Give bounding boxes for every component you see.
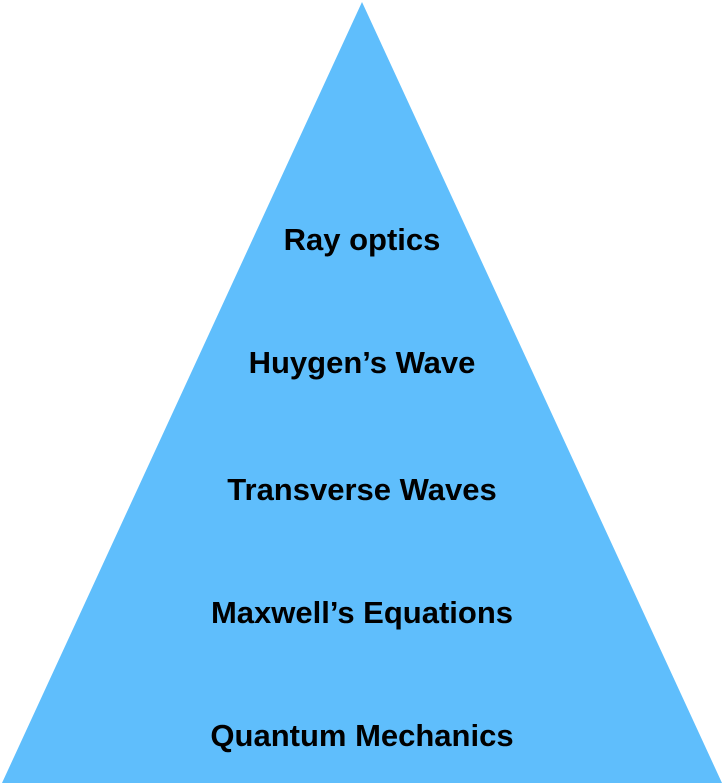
level-label-transverse-waves: Transverse Waves bbox=[227, 472, 496, 507]
level-label-huygens-wave: Huygen’s Wave bbox=[249, 345, 476, 380]
level-label-ray-optics: Ray optics bbox=[284, 222, 441, 257]
level-label-quantum-mechanics: Quantum Mechanics bbox=[210, 718, 513, 753]
level-label-maxwells-equations: Maxwell’s Equations bbox=[211, 595, 513, 630]
